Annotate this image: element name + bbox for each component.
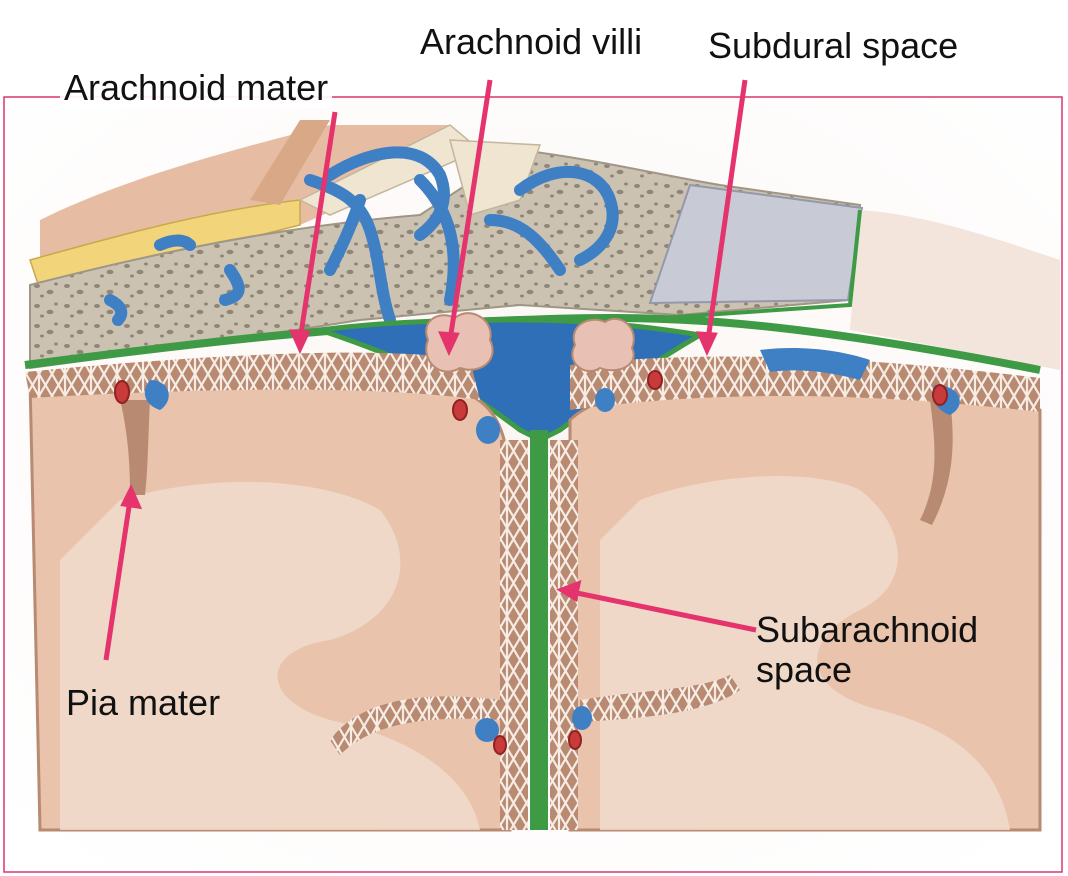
pointer-pia-mater [103, 499, 133, 661]
falx-cerebri [530, 430, 548, 830]
label-arachnoid-villi: Arachnoid villi [420, 21, 643, 62]
pointer-lines [103, 79, 757, 661]
scalp-right [850, 210, 1060, 370]
label-subarachnoid-space: Subarachnoid space [756, 609, 996, 691]
pointer-subdural-space [705, 79, 748, 341]
label-subarachnoid-line2: space [756, 649, 853, 691]
pointer-subarachnoid-space [571, 589, 757, 633]
label-subdural-space: Subdural space [708, 25, 959, 66]
arteries [114, 370, 948, 755]
pointer-arachnoid-mater [297, 111, 338, 341]
label-pia-mater: Pia mater [66, 682, 221, 723]
subarachnoid-trabeculae [25, 352, 1040, 830]
pointer-arachnoid-villi [447, 79, 493, 341]
diploic-veins [104, 146, 619, 326]
label-arachnoid-mater: Arachnoid mater [60, 67, 333, 109]
arachnoid-villi-shapes [425, 312, 635, 373]
label-subarachnoid-line1: Subarachnoid [756, 609, 979, 650]
brain-hemispheres [28, 372, 1042, 832]
